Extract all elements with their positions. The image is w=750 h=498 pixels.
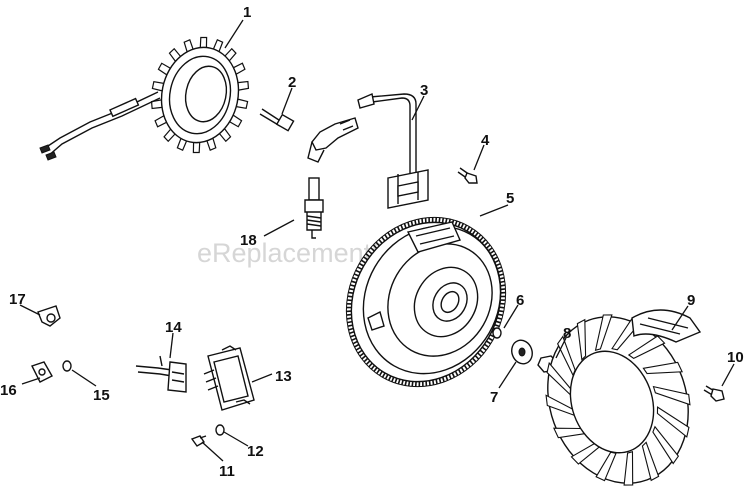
- callout-16[interactable]: 16: [0, 382, 17, 399]
- flywheel-gear-teeth: [346, 217, 506, 387]
- callout-8[interactable]: 8: [563, 325, 571, 342]
- stator-tooth: [192, 141, 201, 154]
- fan-blade: [623, 451, 634, 486]
- callout-13[interactable]: 13: [275, 368, 292, 385]
- spark-plug[interactable]: [304, 177, 324, 239]
- callout-9[interactable]: 9: [687, 292, 695, 309]
- rectifier-regulator[interactable]: [203, 345, 255, 411]
- clip-17[interactable]: [37, 305, 61, 327]
- callout-18[interactable]: 18: [240, 232, 257, 249]
- connector[interactable]: [135, 355, 187, 393]
- screw-10[interactable]: [703, 385, 725, 402]
- callout-14[interactable]: 14: [165, 319, 182, 336]
- callout-4[interactable]: 4: [481, 132, 490, 149]
- ignition-module[interactable]: [307, 93, 429, 209]
- fan-blade: [652, 385, 691, 406]
- screw-4[interactable]: [457, 167, 478, 184]
- fan-blade: [642, 361, 683, 375]
- leader-lines: [19, 19, 735, 462]
- callout-11[interactable]: 11: [219, 463, 235, 480]
- callout-15[interactable]: 15: [93, 387, 110, 404]
- stator[interactable]: [39, 36, 250, 161]
- washer-7[interactable]: [508, 337, 535, 366]
- fan-blade: [576, 318, 587, 361]
- flywheel[interactable]: [316, 188, 536, 416]
- callout-10[interactable]: 10: [727, 349, 744, 366]
- fan-blade: [594, 314, 613, 352]
- washer-15[interactable]: [62, 360, 72, 372]
- callout-1[interactable]: 1: [243, 4, 251, 21]
- fan-blade: [652, 425, 680, 465]
- key[interactable]: [492, 327, 502, 339]
- fan-blade: [656, 406, 690, 438]
- callout-2[interactable]: 2: [288, 74, 296, 91]
- washer-12[interactable]: [215, 424, 225, 436]
- screw-2[interactable]: [259, 108, 295, 132]
- fan-blade: [641, 441, 660, 482]
- stator-tooth: [237, 80, 250, 91]
- callout-12[interactable]: 12: [247, 443, 264, 460]
- callouts: 1 2 3 4 5 6 7 8 9 10 11 12 13 14 15 16 1…: [0, 4, 744, 480]
- flywheel-rim: [345, 216, 507, 388]
- stator-tooth: [199, 36, 208, 49]
- clip-16[interactable]: [31, 361, 53, 383]
- callout-5[interactable]: 5: [506, 190, 514, 207]
- callout-17[interactable]: 17: [9, 291, 26, 308]
- fan[interactable]: [525, 297, 711, 498]
- callout-3[interactable]: 3: [420, 82, 428, 99]
- callout-6[interactable]: 6: [516, 292, 524, 309]
- callout-7[interactable]: 7: [490, 389, 498, 406]
- fan-blade: [627, 335, 666, 360]
- screw-11[interactable]: [190, 435, 207, 447]
